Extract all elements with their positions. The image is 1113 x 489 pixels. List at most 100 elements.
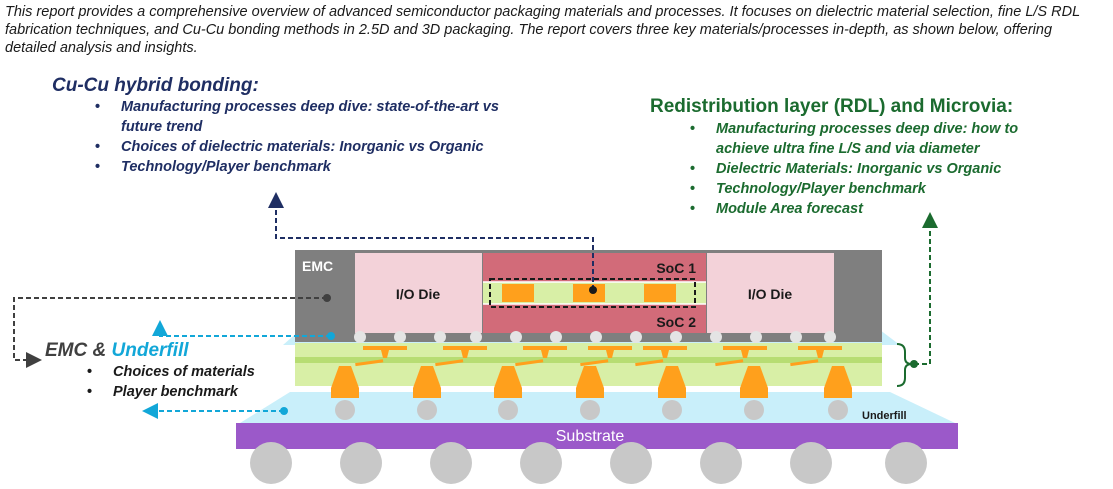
underfill-label: Underfill [862, 410, 907, 422]
rdl-via [661, 350, 669, 358]
rdl-trace [443, 346, 487, 350]
cu-pad [573, 284, 605, 302]
micro-bump [630, 331, 642, 343]
io-die-right-label: I/O Die [748, 286, 793, 302]
rdl-trace [355, 359, 384, 367]
micro-bump [354, 331, 366, 343]
c4-pillar [824, 366, 852, 398]
bga-ball [520, 442, 562, 484]
emc-title-amp: & [87, 340, 112, 361]
substrate-label: Substrate [556, 428, 625, 445]
hybrid-bonding-anchor [589, 286, 597, 294]
rdl-trace [523, 346, 567, 350]
micro-bump [470, 331, 482, 343]
hybrid-bond-highlight-box [489, 278, 696, 308]
c4-bump-row [331, 366, 852, 420]
emc-underfill-item: Player benchmark [87, 382, 307, 402]
bga-ball [700, 442, 742, 484]
rdl-trace [715, 359, 744, 367]
c4-solder-ball [498, 400, 518, 420]
micro-bump [510, 331, 522, 343]
rdl-trace [798, 346, 842, 350]
underfill-bottom-anchor [280, 407, 288, 415]
emc-underfill-list: Choices of materials Player benchmark [87, 362, 307, 402]
emc-underfill-title: EMC & Underfill [45, 340, 189, 362]
io-die-left-label: I/O Die [396, 286, 441, 302]
micro-bump-row [354, 331, 836, 343]
micro-bump [824, 331, 836, 343]
io-die-left [355, 253, 482, 333]
hybrid-bonding-title: Cu-Cu hybrid bonding: [52, 75, 259, 96]
rdl-via [741, 350, 749, 358]
micro-bump [750, 331, 762, 343]
micro-bump [670, 331, 682, 343]
rdl-anchor [910, 360, 918, 368]
rdl-via [816, 350, 824, 358]
c4-solder-ball [580, 400, 600, 420]
rdl-item: Technology/Player benchmark [690, 179, 1070, 199]
rdl-trace [580, 359, 609, 367]
bga-ball [885, 442, 927, 484]
c4-pillar [413, 366, 441, 398]
c4-solder-ball [335, 400, 355, 420]
rdl-via [461, 350, 469, 358]
c4-solder-ball [662, 400, 682, 420]
rdl-via [606, 350, 614, 358]
bga-ball [430, 442, 472, 484]
underfill-top-connector [152, 320, 331, 337]
emc-anchor [323, 294, 331, 302]
micro-bump [394, 331, 406, 343]
rdl-trace [435, 359, 464, 367]
hybrid-bonding-list: Manufacturing processes deep dive: state… [95, 97, 535, 177]
c4-pillar [494, 366, 522, 398]
rdl-list: Manufacturing processes deep dive: how t… [690, 119, 1070, 219]
rdl-trace [635, 359, 664, 367]
micro-bump [434, 331, 446, 343]
rdl-bracket [896, 343, 913, 387]
hybrid-bonding-item: Manufacturing processes deep dive: state… [95, 97, 535, 137]
bga-ball-row [250, 442, 927, 484]
cu-pad [644, 284, 676, 302]
micro-bump [590, 331, 602, 343]
rdl-item: Module Area forecast [690, 199, 1070, 219]
rdl-trace [363, 346, 407, 350]
underfill-top-anchor [327, 332, 335, 340]
bga-ball [250, 442, 292, 484]
soc2-label: SoC 2 [656, 314, 696, 330]
rdl-via-group [355, 346, 842, 367]
micro-bump [790, 331, 802, 343]
c4-solder-ball [828, 400, 848, 420]
rdl-trace [515, 359, 544, 367]
c4-pillar [331, 366, 359, 398]
rdl-trace [643, 346, 687, 350]
emc-underfill-item: Choices of materials [87, 362, 307, 382]
bga-ball [340, 442, 382, 484]
emc-title-part: EMC [45, 340, 88, 361]
bga-ball [790, 442, 832, 484]
rdl-via [541, 350, 549, 358]
c4-solder-ball [417, 400, 437, 420]
rdl-item: Manufacturing processes deep dive: how t… [690, 119, 1070, 159]
c4-solder-ball [744, 400, 764, 420]
underfill-title-part: Underfill [111, 340, 189, 361]
rdl-trace [723, 346, 767, 350]
rdl-dielectric-line [295, 357, 882, 363]
rdl-via [381, 350, 389, 358]
soc1-label: SoC 1 [656, 260, 696, 276]
hybrid-bonding-item: Technology/Player benchmark [95, 157, 535, 177]
intro-paragraph: This report provides a comprehensive ove… [5, 4, 1080, 56]
hybrid-bonding-connector [268, 192, 594, 290]
bga-ball [610, 442, 652, 484]
hybrid-bonding-item: Choices of dielectric materials: Inorgan… [95, 137, 535, 157]
c4-pillar [658, 366, 686, 398]
io-die-right [707, 253, 834, 333]
rdl-item: Dielectric Materials: Inorganic vs Organ… [690, 159, 1070, 179]
emc-connector [13, 297, 327, 368]
micro-bump [550, 331, 562, 343]
cu-pad [502, 284, 534, 302]
emc-label: EMC [302, 258, 333, 274]
c4-pillar [740, 366, 768, 398]
rdl-connector [914, 212, 938, 365]
micro-bump [710, 331, 722, 343]
